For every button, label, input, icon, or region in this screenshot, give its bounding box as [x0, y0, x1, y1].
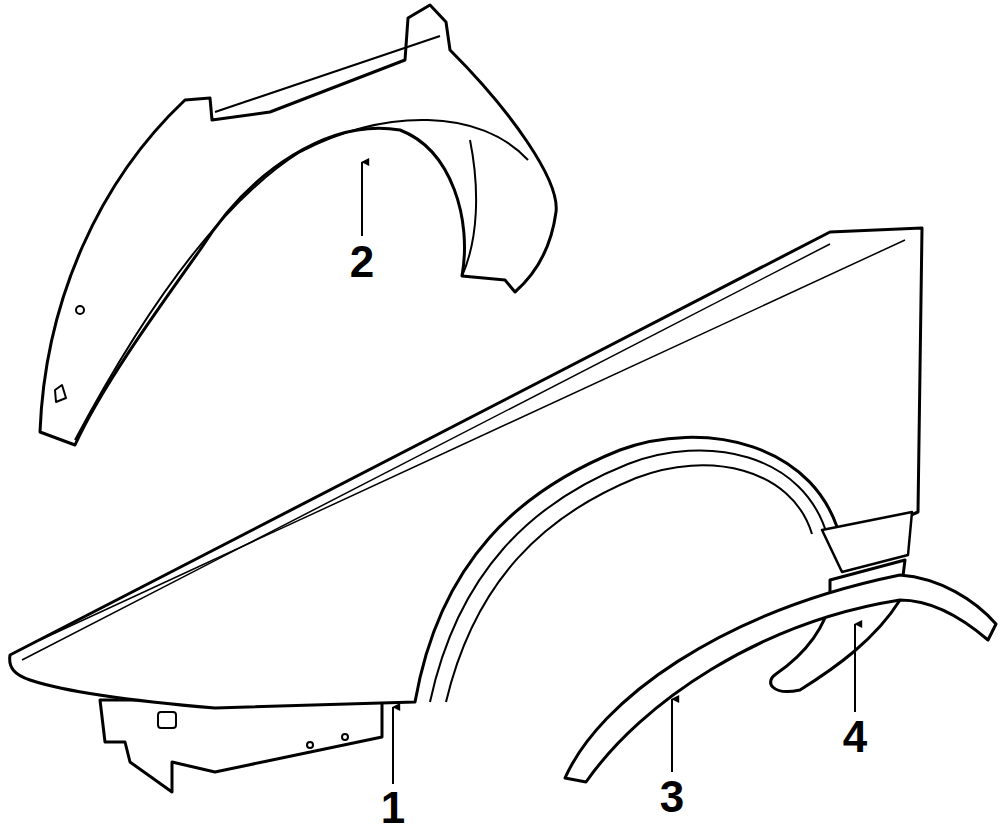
fender-liner: [40, 5, 556, 445]
fender-panel: [10, 228, 922, 792]
callout-number: 1: [379, 786, 407, 830]
callout-number: 3: [658, 775, 686, 819]
wheel-molding: [565, 575, 996, 782]
callout-number: 2: [348, 240, 376, 284]
callout-number: 4: [841, 715, 869, 759]
leader-lines: [362, 162, 855, 784]
